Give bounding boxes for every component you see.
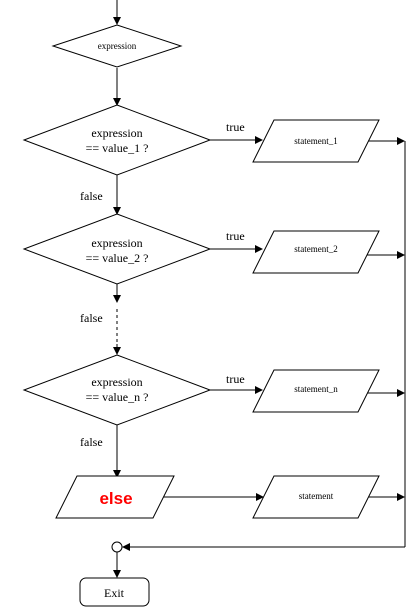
false-label-1: false (80, 189, 103, 203)
decision-1-line2: == value_1 ? (86, 141, 149, 155)
false-label-n: false (80, 435, 103, 449)
statement-label: statement (299, 491, 334, 501)
true-label-n: true (226, 372, 245, 386)
statement-2-node: statement_2 (252, 230, 380, 274)
decision-2: expression == value_2 ? (22, 213, 212, 285)
true-label-1: true (226, 120, 245, 134)
statement-n-node: statement_n (252, 369, 380, 413)
decision-2-line2: == value_2 ? (86, 251, 149, 265)
decision-n: expression == value_n ? (22, 354, 212, 426)
statement-node: statement (252, 475, 380, 519)
false-label-2: false (80, 311, 103, 325)
statement-2-label: statement_2 (294, 244, 338, 254)
top-expression-node: expression (51, 24, 183, 68)
else-node: else (55, 475, 175, 519)
exit-label: Exit (104, 586, 125, 600)
true-label-2: true (226, 229, 245, 243)
decision-1-line1: expression (91, 126, 142, 140)
statement-1-node: statement_1 (252, 119, 380, 163)
decision-1: expression == value_1 ? (22, 104, 212, 176)
top-expression-label: expression (98, 41, 137, 51)
statement-1-label: statement_1 (294, 136, 338, 146)
decision-n-line1: expression (91, 375, 142, 389)
decision-2-line1: expression (91, 236, 142, 250)
statement-n-label: statement_n (294, 384, 338, 394)
else-label: else (99, 489, 132, 508)
decision-n-line2: == value_n ? (86, 390, 149, 404)
exit-node: Exit (79, 577, 150, 607)
merge-point (111, 541, 123, 553)
